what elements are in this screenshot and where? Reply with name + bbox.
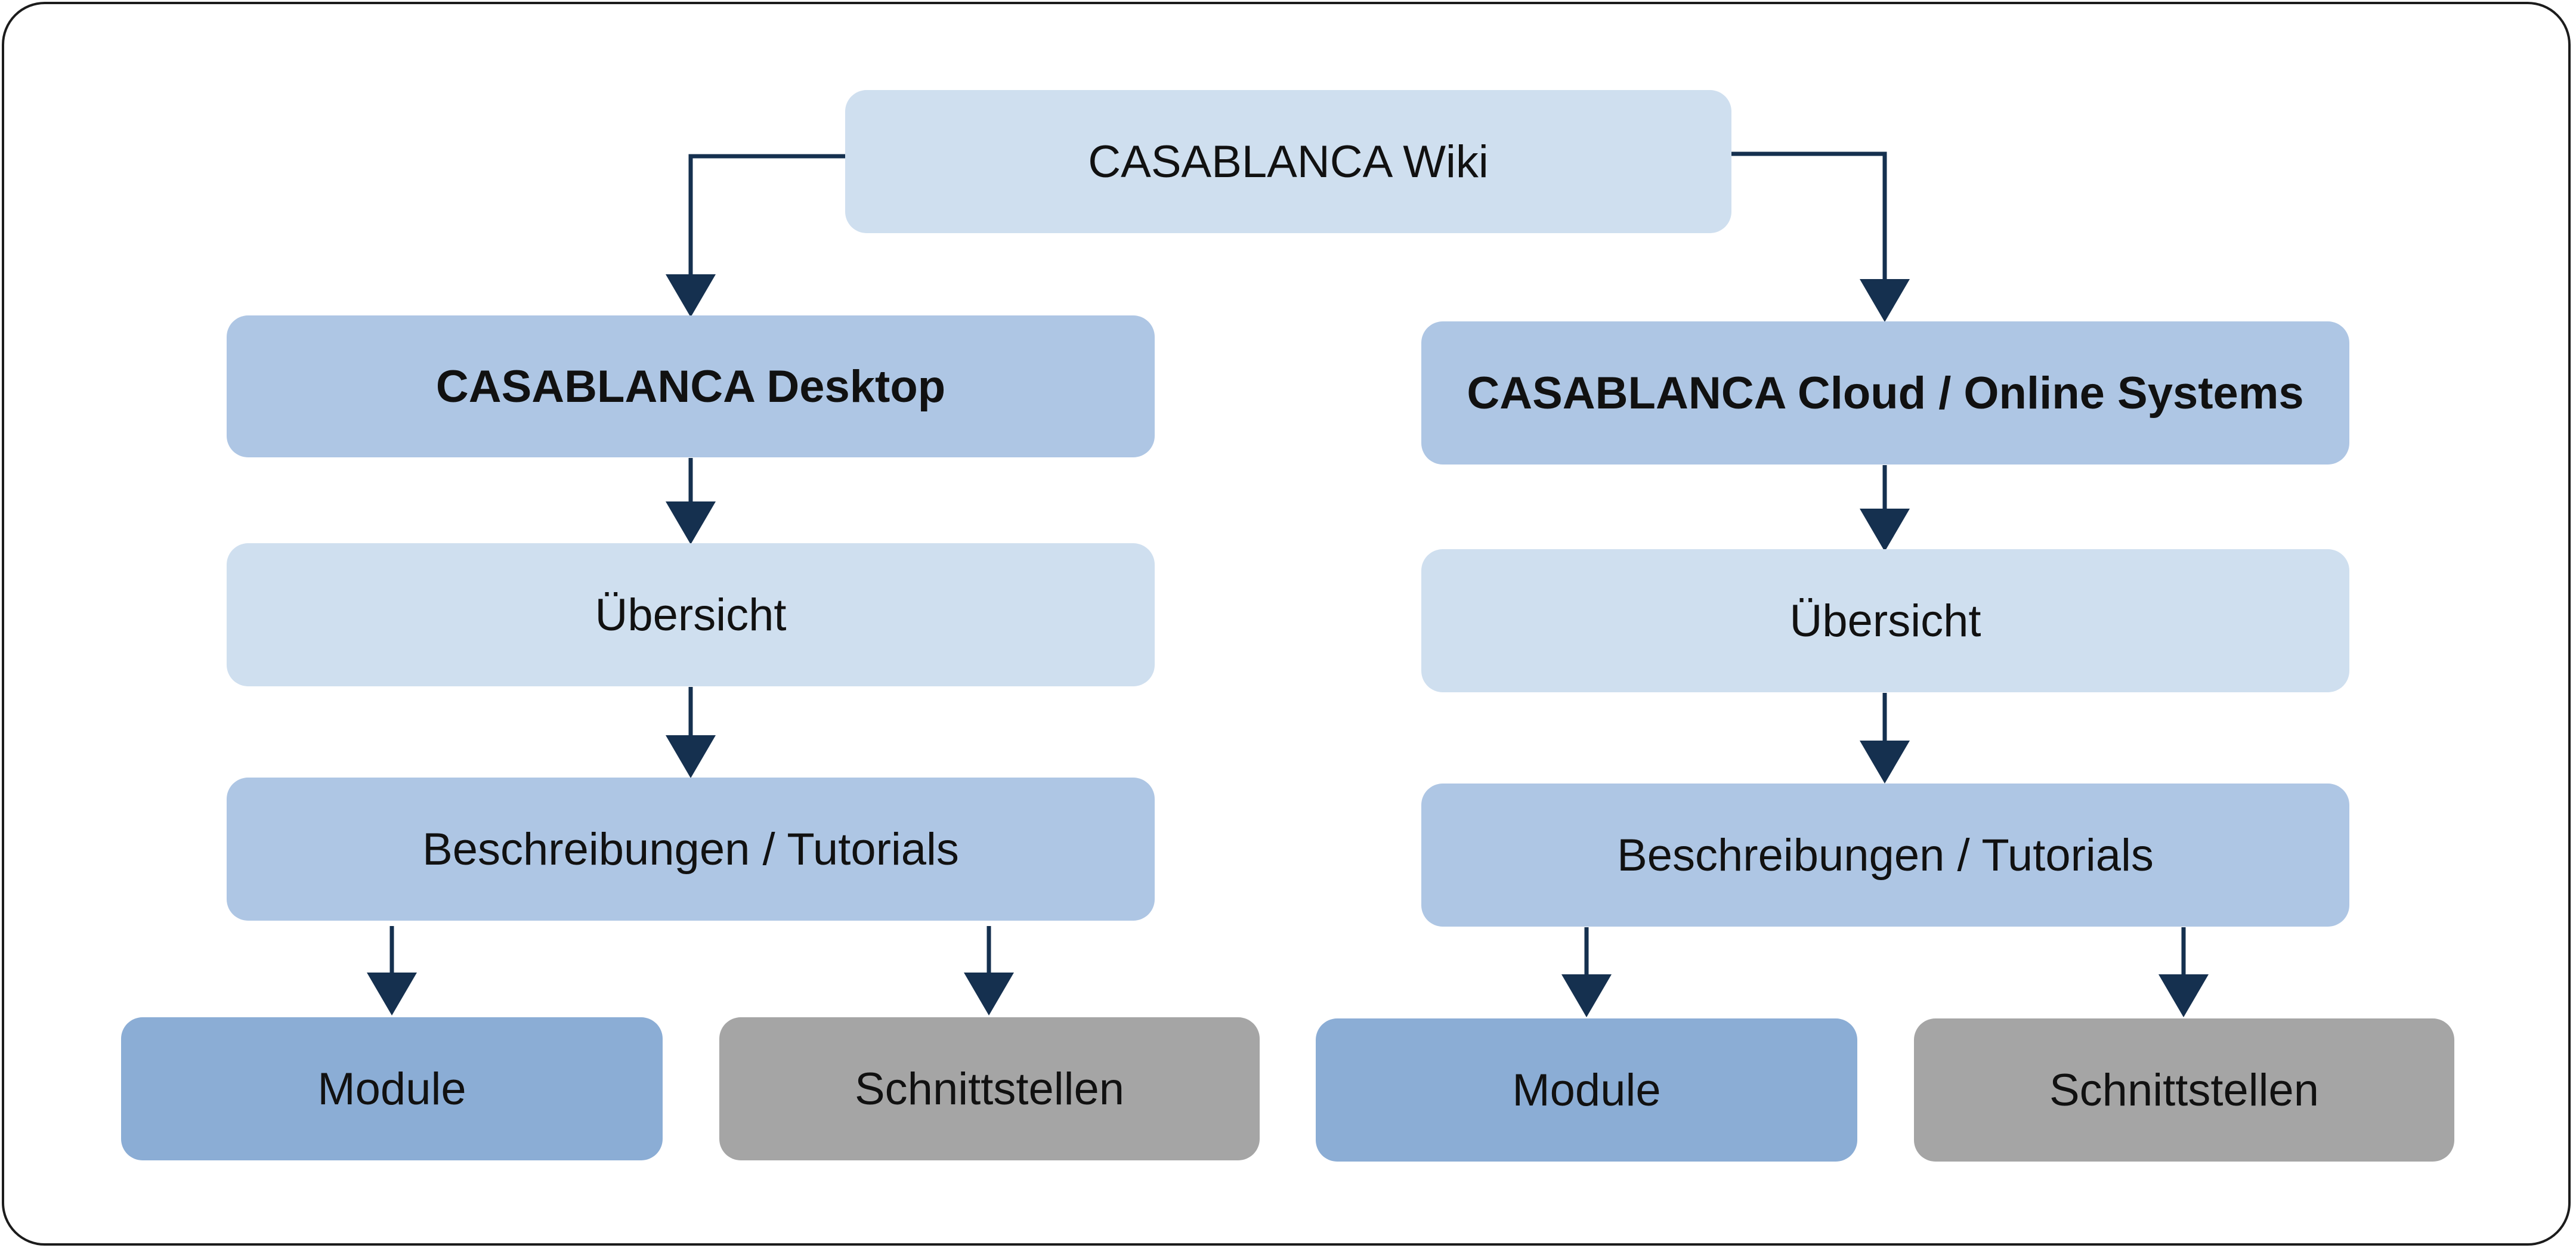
node-desktop-interfaces: Schnittstellen: [719, 1017, 1260, 1160]
node-desktop-module-label: Module: [317, 1063, 466, 1114]
node-desktop-descriptions: Beschreibungen / Tutorials: [227, 778, 1155, 921]
node-cloud-interfaces-label: Schnittstellen: [2049, 1064, 2320, 1116]
node-cloud: CASABLANCA Cloud / Online Systems: [1421, 321, 2349, 465]
node-desktop: CASABLANCA Desktop: [227, 315, 1155, 457]
node-cloud-interfaces: Schnittstellen: [1914, 1018, 2454, 1162]
node-casablanca-wiki: CASABLANCA Wiki: [845, 90, 1731, 233]
node-cloud-module-label: Module: [1512, 1064, 1661, 1116]
node-casablanca-wiki-label: CASABLANCA Wiki: [1088, 136, 1489, 187]
node-cloud-descriptions-label: Beschreibungen / Tutorials: [1617, 829, 2154, 881]
node-cloud-label: CASABLANCA Cloud / Online Systems: [1467, 367, 2304, 419]
node-desktop-overview: Übersicht: [227, 543, 1155, 686]
node-cloud-module: Module: [1316, 1018, 1857, 1162]
node-desktop-label: CASABLANCA Desktop: [435, 361, 946, 412]
node-cloud-descriptions: Beschreibungen / Tutorials: [1421, 784, 2349, 927]
node-cloud-overview: Übersicht: [1421, 549, 2349, 692]
node-desktop-overview-label: Übersicht: [595, 589, 787, 640]
node-desktop-descriptions-label: Beschreibungen / Tutorials: [422, 823, 959, 875]
node-desktop-interfaces-label: Schnittstellen: [854, 1063, 1125, 1114]
node-desktop-module: Module: [121, 1017, 663, 1160]
node-cloud-overview-label: Übersicht: [1789, 595, 1981, 646]
